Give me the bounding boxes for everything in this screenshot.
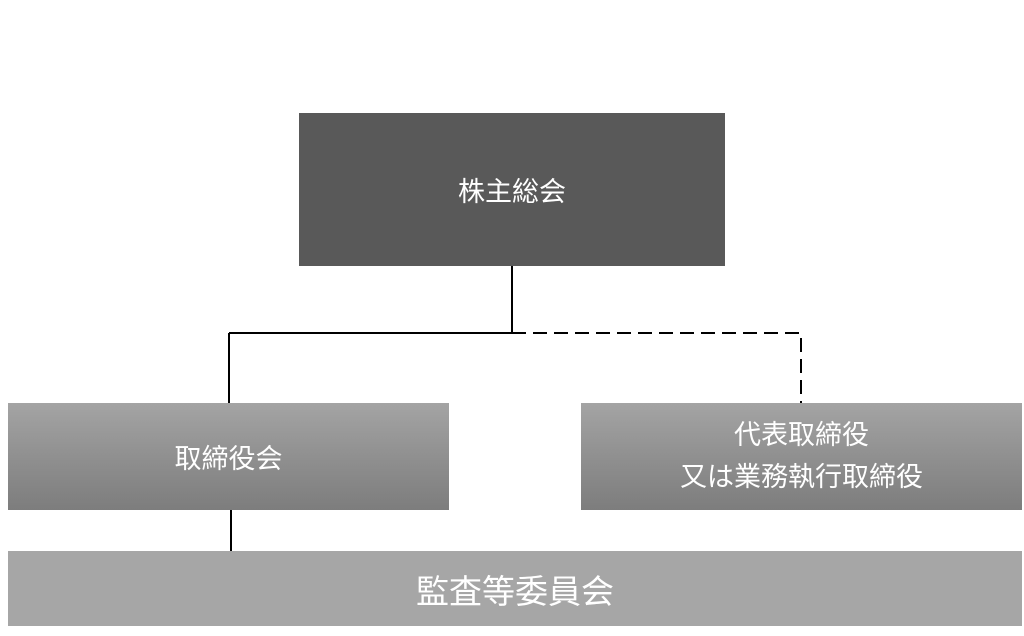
node-audit-committee-label: 監査等委員会 <box>416 571 614 611</box>
node-shareholders-meeting-label: 株主総会 <box>458 177 566 208</box>
connector-representative-dashed <box>512 332 802 403</box>
node-representative-director: 代表取締役 又は業務執行取締役 <box>581 403 1022 510</box>
node-shareholders-meeting: 株主総会 <box>299 113 725 266</box>
node-representative-director-label-line2: 又は業務執行取締役 <box>680 461 923 493</box>
node-representative-director-label-line1: 代表取締役 <box>734 419 869 451</box>
node-audit-committee: 監査等委員会 <box>8 551 1022 626</box>
node-board-of-directors: 取締役会 <box>8 403 449 510</box>
node-board-of-directors-label: 取締役会 <box>174 444 283 475</box>
